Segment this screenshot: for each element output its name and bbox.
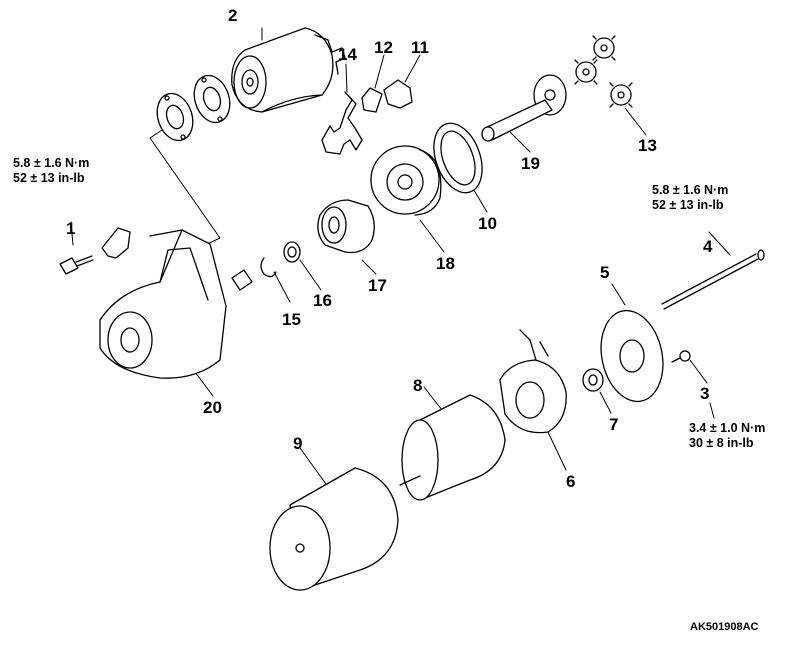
callout-13: 13	[638, 136, 657, 155]
callout-2: 2	[228, 6, 238, 25]
stop-ring-parts	[232, 242, 300, 290]
torque-nm: 5.8 ± 1.6 N·m	[13, 156, 90, 170]
lever-part	[322, 92, 362, 154]
planetary-shaft	[482, 75, 566, 141]
front-bracket-housing	[100, 230, 226, 378]
torque-inlb: 52 ± 13 in-lb	[13, 171, 85, 185]
torque-spec-bolt-4: 5.8 ± 1.6 N·m 52 ± 13 in-lb	[652, 183, 728, 213]
holder-parts	[362, 80, 412, 112]
ring-part	[425, 117, 491, 200]
callout-5: 5	[600, 263, 610, 282]
torque-spec-bolt-1: 5.8 ± 1.6 N·m 52 ± 13 in-lb	[13, 156, 89, 186]
brush-holder	[500, 330, 566, 433]
callout-18: 18	[436, 254, 455, 273]
leader-lines	[71, 28, 730, 484]
torque-inlb: 52 ± 13 in-lb	[652, 198, 724, 212]
callout-17: 17	[368, 276, 387, 295]
callout-1: 1	[66, 219, 76, 238]
armature	[400, 395, 505, 500]
rear-bracket	[593, 305, 671, 407]
overrunning-clutch	[318, 200, 374, 253]
callout-15: 15	[282, 310, 301, 329]
torque-spec-screw-3: 3.4 ± 1.0 N·m 30 ± 8 in-lb	[689, 421, 765, 451]
callout-4: 4	[703, 237, 713, 256]
bearing-part	[583, 369, 603, 391]
torque-nm: 3.4 ± 1.0 N·m	[689, 421, 766, 435]
callout-9: 9	[293, 434, 303, 453]
torque-nm: 5.8 ± 1.6 N·m	[652, 183, 729, 197]
callout-19: 19	[521, 154, 540, 173]
torque-inlb: 30 ± 8 in-lb	[689, 436, 754, 450]
callout-14: 14	[338, 45, 357, 64]
planetary-gears	[575, 36, 632, 107]
callout-6: 6	[566, 472, 576, 491]
bolt-bracket-part	[60, 228, 130, 274]
callout-16: 16	[313, 291, 332, 310]
gasket-parts	[151, 71, 235, 145]
yoke	[270, 468, 398, 590]
internal-gear	[371, 146, 441, 215]
callout-12: 12	[374, 38, 393, 57]
callout-10: 10	[478, 214, 497, 233]
callout-8: 8	[413, 376, 423, 395]
through-bolt	[662, 250, 764, 309]
solenoid-part	[232, 28, 345, 112]
callout-3: 3	[700, 384, 710, 403]
callout-11: 11	[411, 38, 429, 57]
callout-20: 20	[203, 398, 222, 417]
figure-code: AK501908AC	[690, 621, 759, 633]
screw-part	[672, 351, 690, 362]
callout-7: 7	[609, 415, 619, 434]
